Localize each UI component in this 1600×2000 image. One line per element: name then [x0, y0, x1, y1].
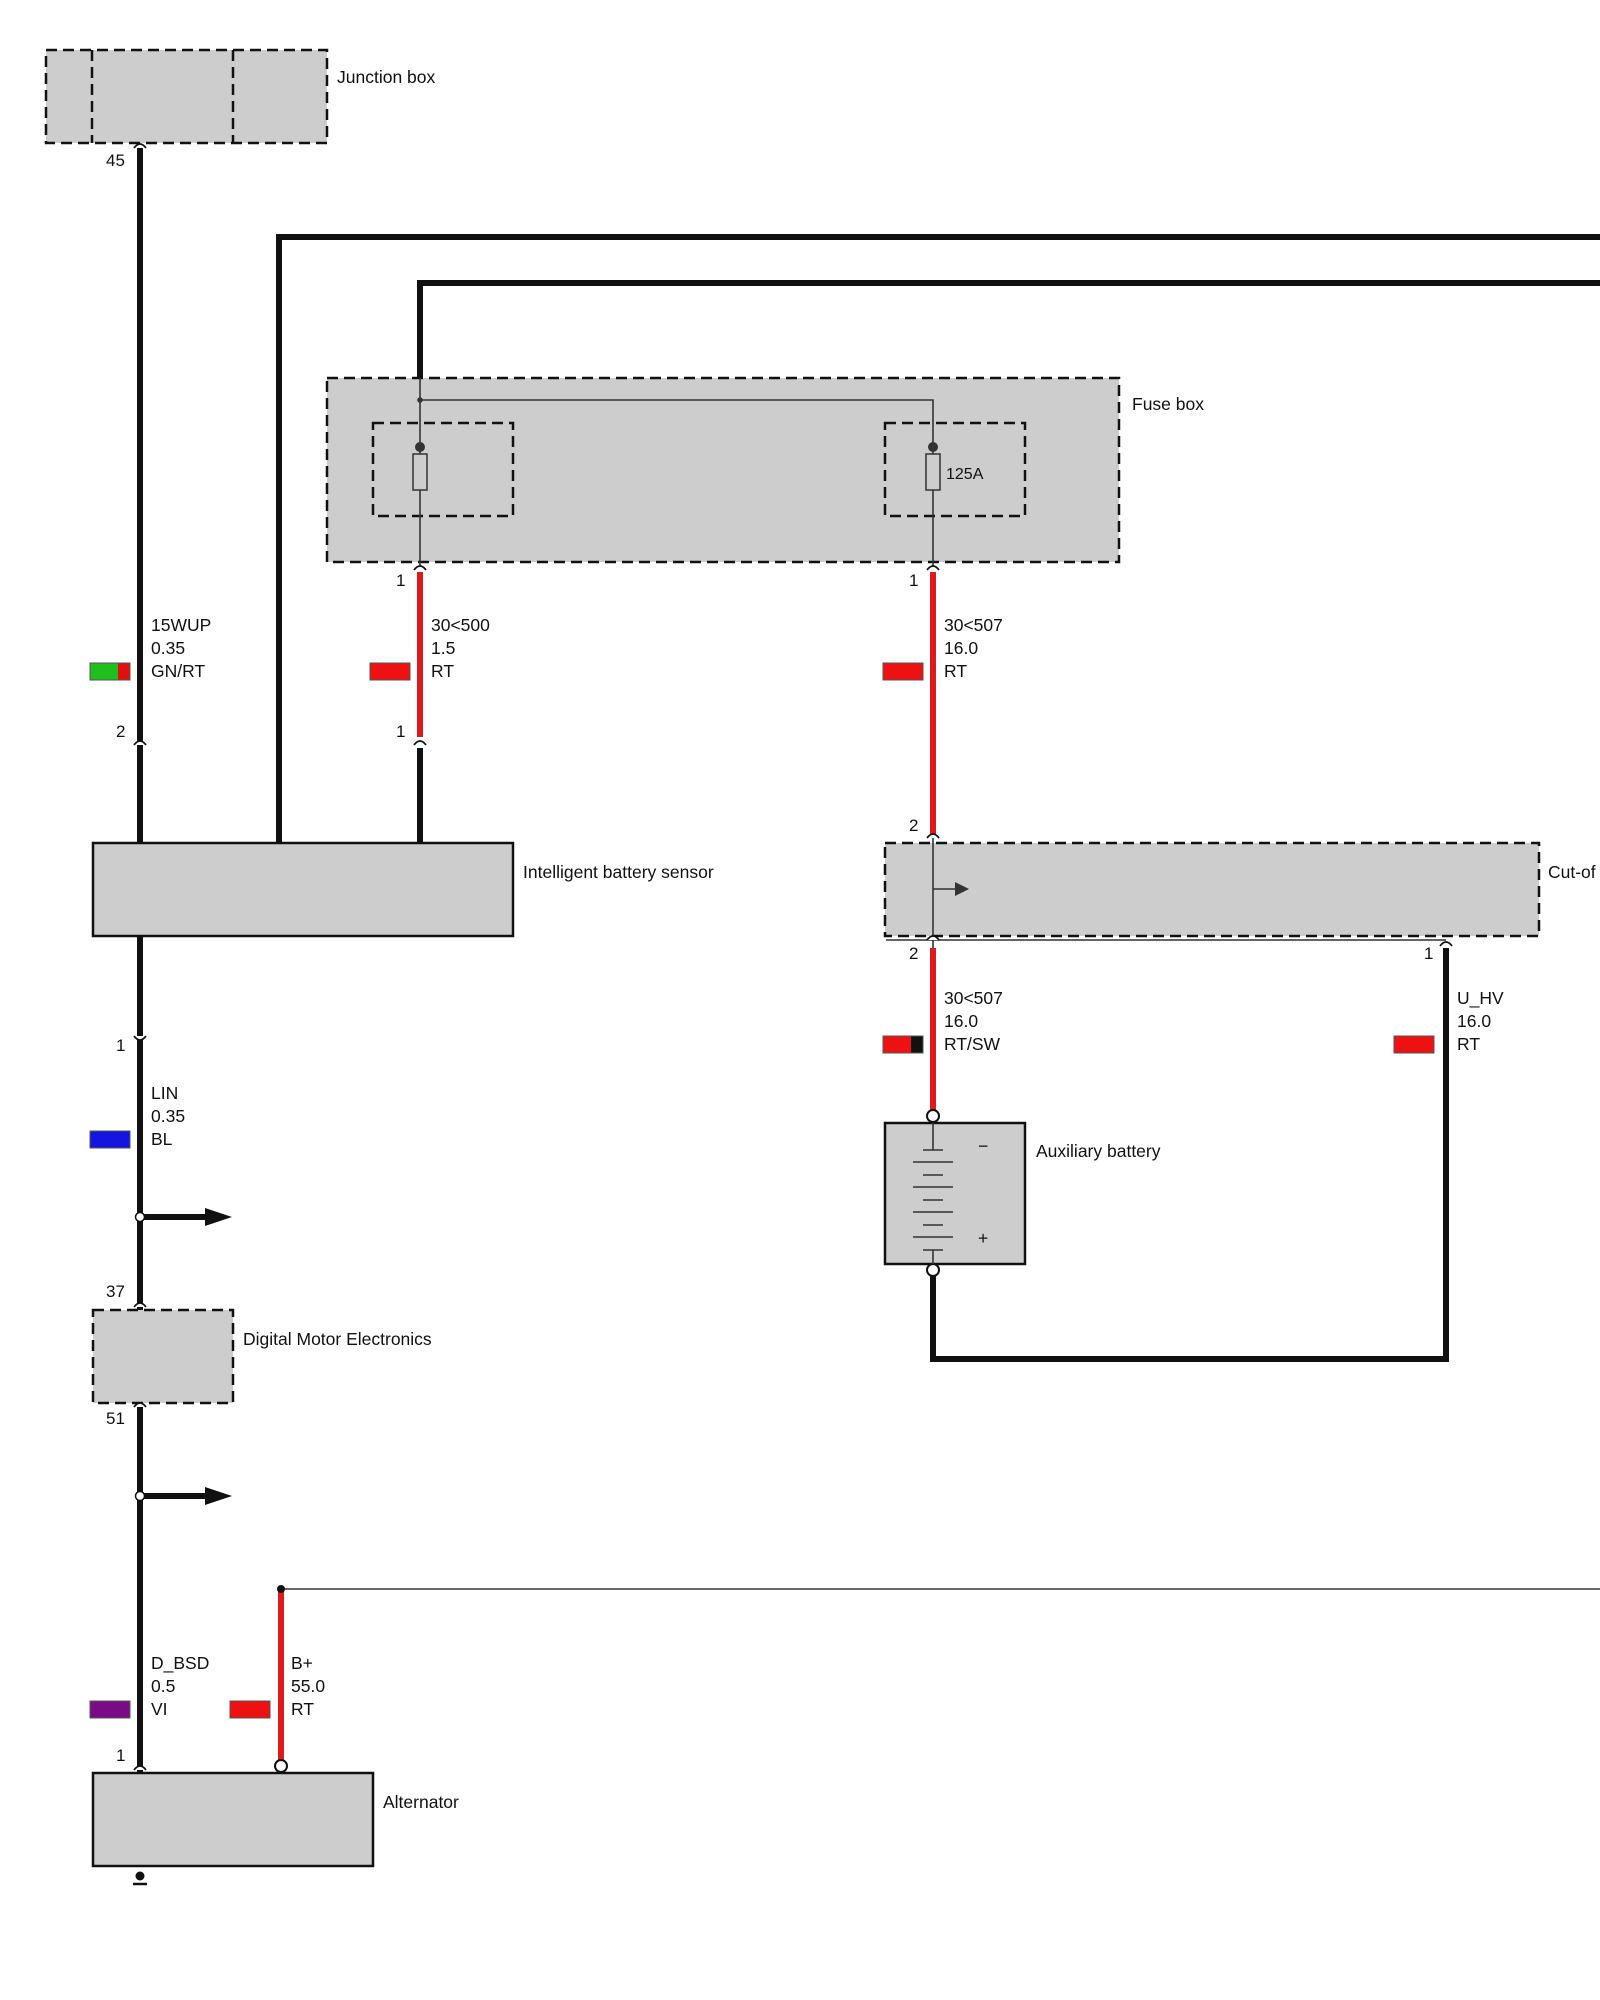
fuse-slot-right: [883, 421, 1027, 518]
aux-battery-label: Auxiliary battery: [1036, 1141, 1161, 1161]
wire-color-label: RT/SW: [944, 1034, 1001, 1054]
alternator-label: Alternator: [383, 1792, 459, 1812]
wire-gauge-label: 55.0: [291, 1676, 325, 1696]
battery-cells-icon: [913, 1125, 953, 1264]
splice-point: [134, 1490, 146, 1502]
wire-signal-label: 30<507: [944, 615, 1003, 635]
cutoff-label: Cut-of: [1548, 862, 1596, 882]
wire-color-swatch: [1393, 1035, 1435, 1054]
wire-color-label: VI: [151, 1699, 168, 1719]
fuse-icon: [412, 442, 428, 491]
dme-label: Digital Motor Electronics: [243, 1329, 432, 1349]
relay-arrow-icon: [955, 882, 969, 896]
pin-number: 51: [106, 1409, 125, 1428]
wire-u-hv[interactable]: [930, 948, 1449, 1362]
auxiliary-battery[interactable]: [883, 1121, 1027, 1266]
wire-color-label: BL: [151, 1129, 173, 1149]
pin-number: 37: [106, 1282, 125, 1301]
wire-color-swatch: [89, 662, 131, 681]
black-wires: [137, 148, 1600, 1773]
wire-ibs-top-bus[interactable]: [276, 234, 1600, 843]
wire-color-label: RT: [1457, 1034, 1480, 1054]
junction-dot: [277, 1585, 285, 1593]
pin-number: 2: [116, 722, 125, 741]
cutoff-box[interactable]: [883, 841, 1541, 938]
wire-color-label: GN/RT: [151, 661, 205, 681]
pin-number: 2: [909, 816, 918, 835]
wire-gauge-label: 16.0: [944, 638, 978, 658]
wire-color-label: RT: [291, 1699, 314, 1719]
wire-color-swatch: [882, 662, 924, 681]
arrow-right-icon: [205, 1208, 232, 1226]
wire-color-swatch: [229, 1700, 271, 1719]
fuse-box-label: Fuse box: [1132, 394, 1204, 414]
ibs-label: Intelligent battery sensor: [523, 862, 714, 882]
wire-gauge-label: 0.35: [151, 1106, 185, 1126]
pin-number: 45: [106, 151, 125, 170]
wire-fusebox-top-bus[interactable]: [417, 280, 1600, 378]
ground-icon: [133, 1871, 147, 1886]
fuse-icon: [925, 442, 941, 491]
wire-signal-label: 15WUP: [151, 615, 211, 635]
pin-number: 1: [116, 1746, 125, 1765]
pin-number: 1: [1424, 944, 1433, 963]
wire-color-swatch: [89, 1130, 131, 1149]
wire-signal-label: LIN: [151, 1083, 178, 1103]
junction-box[interactable]: [44, 48, 329, 145]
wire-signal-label: B+: [291, 1653, 313, 1673]
fuse-rating: 125A: [946, 466, 984, 483]
arrow-right-icon: [205, 1487, 232, 1505]
pin-number: 1: [396, 722, 405, 741]
wire-color-swatch: [882, 1035, 924, 1054]
wire-signal-label: U_HV: [1457, 988, 1504, 1009]
fuse-slot-left: [371, 421, 515, 518]
red-wires: [278, 572, 936, 1764]
pin-jb-45: [133, 143, 147, 149]
wire-gauge-label: 0.5: [151, 1676, 175, 1696]
junction-box-label: Junction box: [337, 67, 436, 87]
wire-labels: 15WUP0.35GN/RT30<5001.5RT30<50716.0RT30<…: [89, 615, 1504, 1719]
intelligent-battery-sensor[interactable]: [91, 841, 515, 938]
wire-color-swatch: [369, 662, 411, 681]
digital-motor-electronics[interactable]: [91, 1308, 235, 1405]
wire-signal-label: D_BSD: [151, 1653, 209, 1674]
wire-gauge-label: 16.0: [944, 1011, 978, 1031]
splice-point: [134, 1211, 146, 1223]
pin-number: 2: [909, 944, 918, 963]
pin-number: 1: [396, 571, 405, 590]
connector-pins: [133, 143, 1453, 1771]
wire-color-label: RT: [431, 661, 454, 681]
pin-number: 1: [116, 1036, 125, 1055]
battery-terminal: [926, 1263, 940, 1277]
alternator[interactable]: [91, 1771, 375, 1868]
fuse-box[interactable]: [325, 376, 1121, 564]
wire-signal-label: 30<507: [944, 988, 1003, 1008]
wire-gauge-label: 0.35: [151, 638, 185, 658]
wire-signal-label: 30<500: [431, 615, 490, 635]
battery-plus: +: [978, 1228, 988, 1248]
junction-dot: [417, 397, 423, 403]
pin-number: 1: [909, 571, 918, 590]
battery-minus: −: [978, 1136, 988, 1156]
wire-gauge-label: 1.5: [431, 638, 455, 658]
battery-terminal: [926, 1109, 940, 1123]
wire-gauge-label: 16.0: [1457, 1011, 1491, 1031]
wire-color-label: RT: [944, 661, 967, 681]
alternator-terminal: [274, 1759, 288, 1773]
wire-color-swatch: [89, 1700, 131, 1719]
